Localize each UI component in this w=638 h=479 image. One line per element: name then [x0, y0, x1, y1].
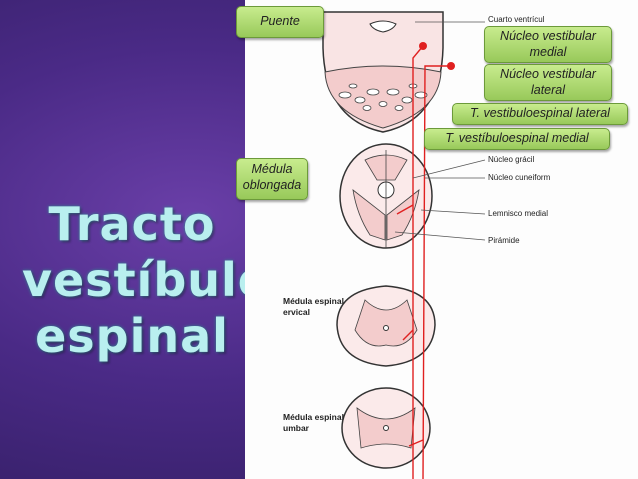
label-cervical-2: ervical — [283, 307, 310, 317]
cervical-cord-section — [336, 285, 436, 367]
lumbar-cord-section — [341, 387, 431, 469]
callout-medula-oblongada: Médula oblongada — [236, 158, 308, 200]
label-cervical-1: Médula espinal — [283, 296, 344, 306]
callout-t-vestibuloespinal-lateral: T. vestibuloespinal lateral — [452, 103, 628, 125]
label-nucleo-cuneiforme: Núcleo cuneiform — [488, 173, 551, 182]
callout-puente: Puente — [236, 6, 324, 38]
title-line-1: Tracto — [48, 197, 216, 251]
medulla-section — [339, 143, 433, 249]
callout-nucleo-vestibular-lateral: Núcleo vestibular lateral — [484, 64, 612, 101]
label-piramide: Pirámide — [488, 236, 520, 245]
callout-nucleo-vestibular-medial: Núcleo vestibular medial — [484, 26, 612, 63]
label-lumbar-1: Médula espinal — [283, 412, 344, 422]
label-nucleo-gracil: Núcleo grácil — [488, 155, 535, 164]
title-line-2: vestíbulo — [22, 253, 271, 307]
label-lemnisco-medial: Lemnisco medial — [488, 209, 549, 218]
slide-title: Tracto vestíbulo espinal — [22, 196, 271, 364]
callout-t-vestibuloespinal-medial: T. vestíbuloespinal medial — [424, 128, 610, 150]
leader-lines — [394, 21, 486, 241]
title-line-3: espinal — [35, 309, 229, 363]
label-cuarto-ventriculo: Cuarto ventrícul — [488, 15, 545, 24]
pons-section — [322, 11, 455, 133]
brainstem-diagram — [322, 11, 486, 479]
vestibulospinal-tracts — [396, 45, 451, 479]
label-lumbar-2: umbar — [283, 423, 309, 433]
